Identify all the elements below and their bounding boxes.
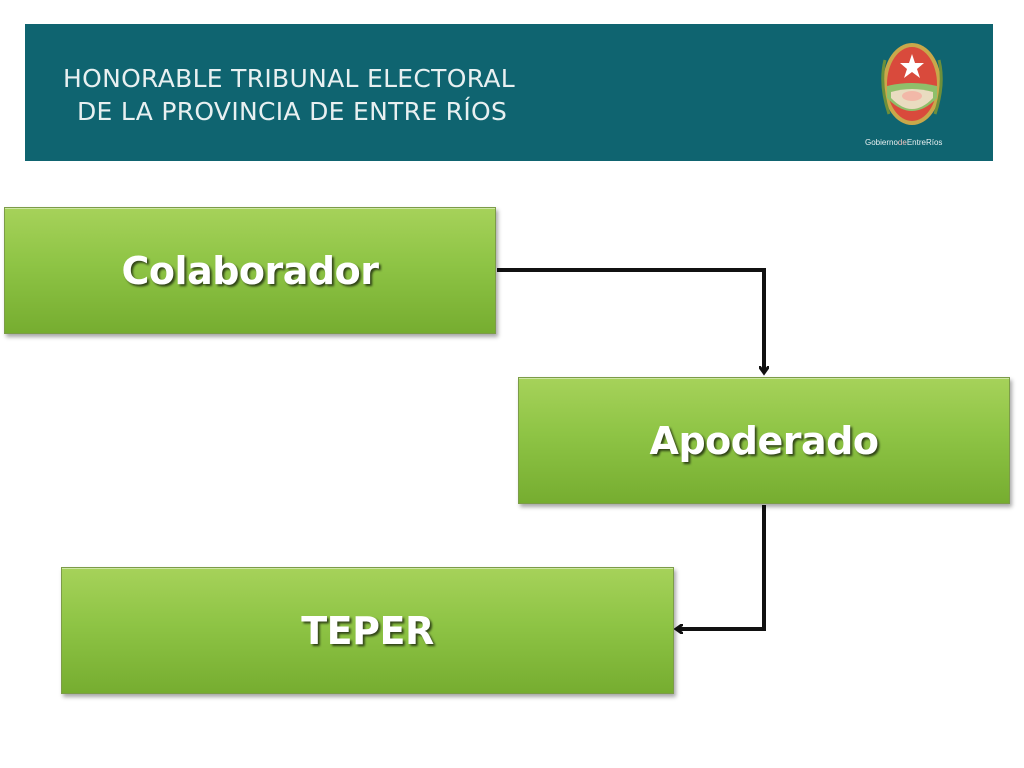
header-banner: HONORABLE TRIBUNAL ELECTORAL DE LA PROVI… — [25, 24, 993, 161]
node-colaborador: Colaborador — [4, 207, 496, 334]
provincial-emblem-icon — [881, 43, 943, 125]
title-line-1: HONORABLE TRIBUNAL ELECTORAL — [63, 64, 515, 93]
node-teper: TEPER — [61, 567, 674, 694]
government-logo-caption: GobiernodeEntreRíos — [865, 138, 943, 147]
arrow-apoderado-to-teper — [677, 505, 766, 629]
title-line-2: DE LA PROVINCIA DE ENTRE RÍOS — [77, 97, 508, 126]
node-apoderado: Apoderado — [518, 377, 1010, 504]
node-label: TEPER — [301, 608, 434, 653]
page-title: HONORABLE TRIBUNAL ELECTORAL DE LA PROVI… — [63, 62, 515, 128]
node-label: Apoderado — [649, 418, 879, 463]
node-label: Colaborador — [121, 248, 379, 293]
arrow-colaborador-to-apoderado — [497, 268, 764, 372]
